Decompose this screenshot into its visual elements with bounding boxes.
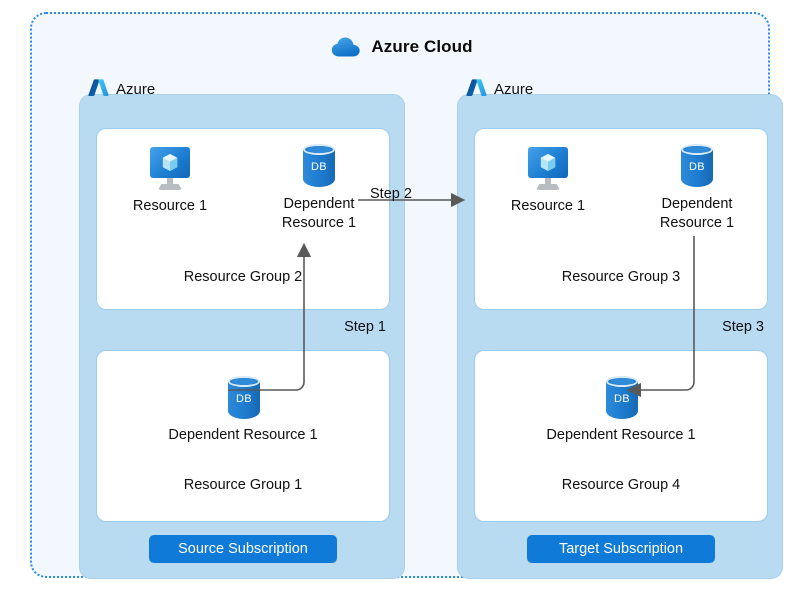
cloud-icon bbox=[332, 37, 361, 57]
database-icon-label: DB bbox=[689, 161, 705, 173]
resource-group-2-card: Resource 1 DB Dependent Resource 1 Resou… bbox=[96, 128, 390, 310]
resource-group-1-card: DB Dependent Resource 1 Resource Group 1 bbox=[96, 350, 390, 522]
resource-item-vm: Resource 1 bbox=[488, 147, 608, 216]
resource-group-3-card: Resource 1 DB Dependent Resource 1 Resou… bbox=[474, 128, 768, 310]
dependent-resource-caption: Dependent Resource 1 bbox=[546, 427, 696, 443]
resource-caption: Resource 1 bbox=[132, 198, 208, 214]
cube-glyph-icon bbox=[540, 153, 556, 172]
resource-group-1-label: Resource Group 1 bbox=[183, 477, 303, 493]
database-icon-label: DB bbox=[311, 161, 327, 173]
resource-group-3-label: Resource Group 3 bbox=[561, 269, 681, 285]
azure-a-logo-icon bbox=[466, 79, 487, 97]
virtual-machine-icon bbox=[146, 147, 194, 193]
resource-group-4-card: DB Dependent Resource 1 Resource Group 4 bbox=[474, 350, 768, 522]
cube-glyph-icon bbox=[162, 153, 178, 172]
target-subscription-panel: Azure Resource 1 DB bbox=[457, 79, 783, 579]
step-3-label: Step 3 bbox=[722, 319, 764, 335]
resource-caption: Dependent Resource 1 bbox=[281, 196, 357, 231]
source-subscription-panel: Azure Resource 1 DB bbox=[79, 79, 405, 579]
resource-item-db: DB bbox=[562, 375, 682, 423]
database-icon-label: DB bbox=[614, 393, 630, 405]
database-icon: DB bbox=[299, 143, 339, 191]
resource-item-db: DB Dependent Resource 1 bbox=[637, 143, 757, 233]
azure-cloud-boundary: Azure Cloud Azure bbox=[30, 12, 783, 579]
source-subscription-button[interactable]: Source Subscription bbox=[149, 535, 337, 563]
resource-item-db: DB bbox=[184, 375, 304, 423]
dependent-resource-caption: Dependent Resource 1 bbox=[168, 427, 318, 443]
azure-label-target: Azure bbox=[494, 80, 534, 98]
resource-caption: Resource 1 bbox=[510, 198, 586, 214]
virtual-machine-icon bbox=[524, 147, 572, 193]
step-2-label: Step 2 bbox=[370, 186, 412, 202]
resource-group-2-label: Resource Group 2 bbox=[183, 269, 303, 285]
cloud-title-text: Azure Cloud bbox=[371, 37, 473, 56]
azure-a-logo-icon bbox=[88, 79, 109, 97]
database-icon: DB bbox=[677, 143, 717, 191]
azure-label-source: Azure bbox=[116, 80, 156, 98]
resource-group-4-label: Resource Group 4 bbox=[561, 477, 681, 493]
azure-tag-source: Azure bbox=[85, 77, 155, 101]
database-icon-label: DB bbox=[236, 393, 252, 405]
azure-tag-target: Azure bbox=[463, 77, 533, 101]
target-subscription-button: Target Subscription bbox=[527, 535, 715, 563]
step-1-label: Step 1 bbox=[344, 319, 386, 335]
azure-cloud-title: Azure Cloud bbox=[32, 36, 772, 58]
resource-caption: Dependent Resource 1 bbox=[659, 196, 735, 231]
database-icon: DB bbox=[602, 375, 642, 423]
resource-item-vm: Resource 1 bbox=[110, 147, 230, 216]
database-icon: DB bbox=[224, 375, 264, 423]
resource-item-db: DB Dependent Resource 1 bbox=[259, 143, 379, 233]
